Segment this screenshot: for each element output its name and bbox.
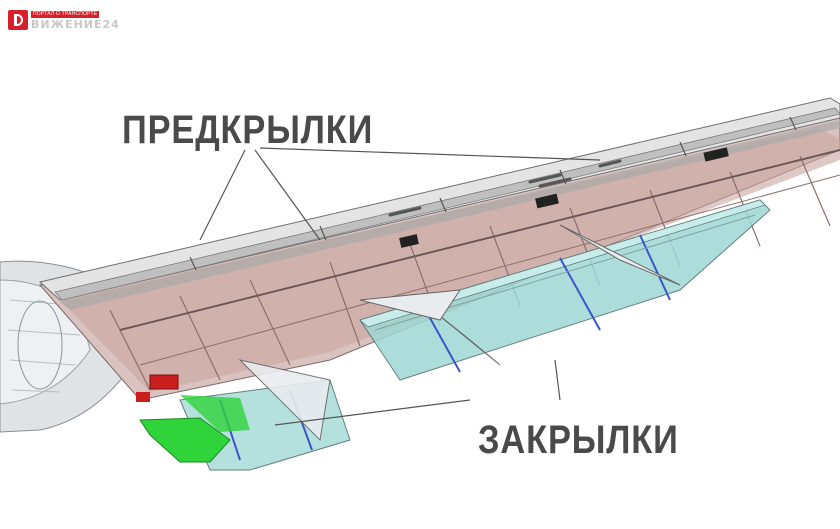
- logo-name: ВИЖЕНИЕ24: [31, 17, 120, 31]
- flaps: [136, 199, 771, 471]
- logo-mark-icon: [8, 10, 28, 30]
- flaps-label: ЗАКРЫЛКИ: [478, 418, 679, 462]
- slat-leader-line-1: [199, 149, 246, 241]
- slat-leader-line-2: [254, 149, 321, 241]
- flap-leader-line-2: [554, 359, 561, 401]
- leader-lines: [199, 147, 601, 426]
- site-logo: ПОРТАЛ О ТРАНСПОРТЕ ВИЖЕНИЕ24: [8, 8, 120, 32]
- slat-leader-line-3: [259, 147, 601, 161]
- logo-tagline: ПОРТАЛ О ТРАНСПОРТЕ: [31, 10, 100, 18]
- slats: [38, 97, 840, 310]
- flap-leader-line-1: [274, 399, 471, 426]
- slats-label: ПРЕДКРЫЛКИ: [122, 108, 374, 152]
